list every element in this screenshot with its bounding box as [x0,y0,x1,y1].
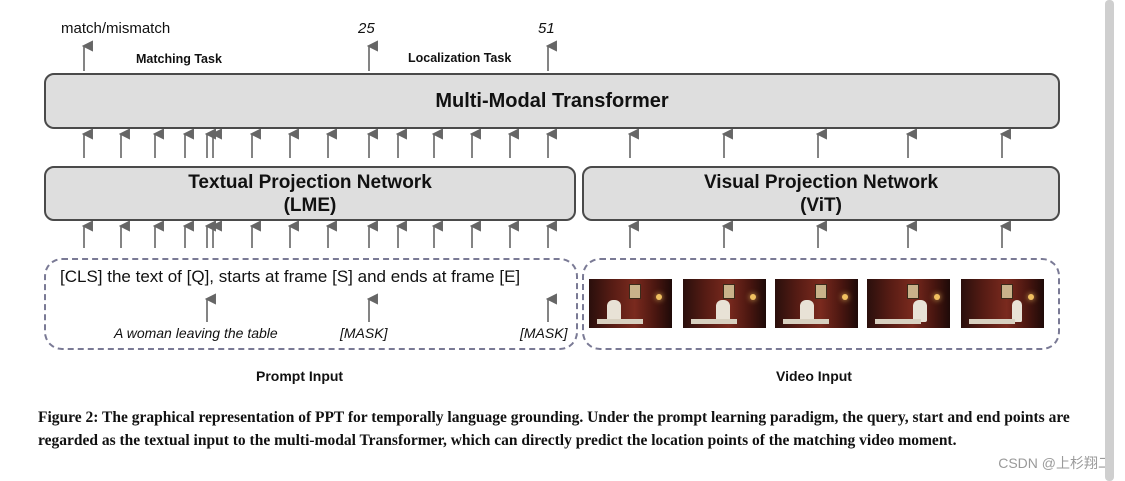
video-frame-4 [867,279,950,328]
textual-projection-network-box: Textual Projection Network (LME) [44,166,576,221]
video-input-label: Video Input [776,368,852,384]
watermark: CSDN @上杉翔二 [998,455,1112,471]
end-output-label: 51 [538,20,555,37]
video-frame-1 [589,279,672,328]
video-frame-5 [961,279,1044,328]
video-frame-2 [683,279,766,328]
start-mask-token: [MASK] [340,325,388,341]
textual-network-subtitle: (LME) [283,194,337,216]
visual-network-title: Visual Projection Network [703,171,939,193]
matching-task-label: Matching Task [136,52,222,66]
figure-caption: Figure 2: The graphical representation o… [38,409,1070,449]
visual-network-subtitle: (ViT) [800,194,842,216]
video-frame-3 [775,279,858,328]
prompt-input-region [44,258,578,350]
start-output-label: 25 [358,20,375,37]
multimodal-transformer-box: Multi-Modal Transformer [44,73,1060,129]
prompt-template-text: [CLS] the text of [Q], starts at frame [… [60,267,521,286]
scrollbar[interactable] [1105,0,1114,481]
end-mask-token: [MASK] [520,325,568,341]
transformer-title: Multi-Modal Transformer [435,89,669,112]
prompt-input-label: Prompt Input [256,368,344,384]
arrows-layer [81,40,1011,322]
textual-network-title: Textual Projection Network [188,171,432,193]
localization-task-label: Localization Task [408,51,512,65]
match-output-label: match/mismatch [61,20,171,37]
query-text: A woman leaving the table [114,325,278,341]
visual-projection-network-box: Visual Projection Network (ViT) [582,166,1060,221]
video-input-region [582,258,1060,350]
